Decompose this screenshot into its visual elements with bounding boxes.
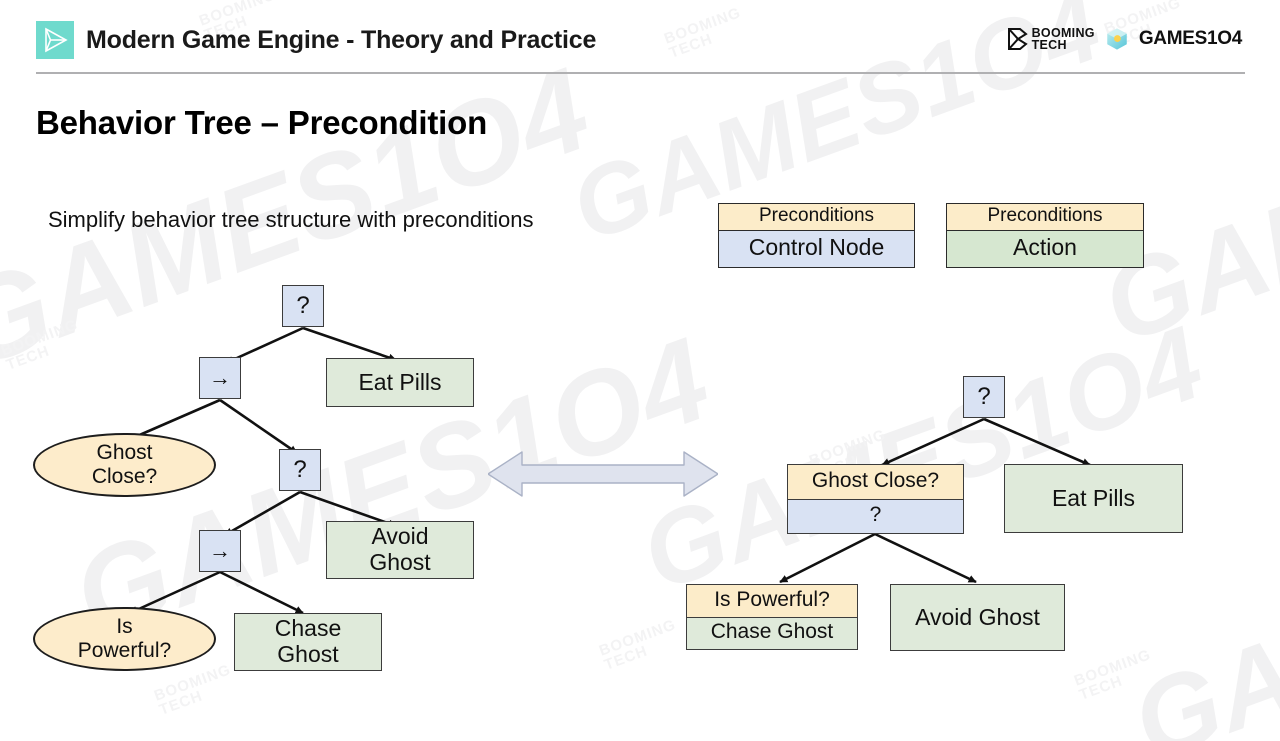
- node-label: Ghost Close?: [91, 441, 158, 488]
- node-sequence-1-left[interactable]: →: [199, 357, 241, 399]
- booming-tech-b-icon: [1007, 28, 1028, 50]
- page-title: Behavior Tree – Precondition: [36, 104, 488, 141]
- legend-precondition-label: Preconditions: [719, 204, 914, 231]
- booming-tech-logo: BOOMING TECH: [1007, 27, 1095, 51]
- node-label: Eat Pills: [358, 368, 442, 395]
- legend-card-control-node: Preconditions Control Node: [718, 203, 915, 268]
- node-body-label: Chase Ghost: [687, 617, 857, 649]
- legend-card-action: Preconditions Action: [946, 203, 1144, 268]
- node-precondition-label: Ghost Close?: [788, 465, 963, 500]
- node-label: →: [209, 538, 231, 563]
- node-label: ?: [296, 291, 310, 319]
- header-title: Modern Game Engine - Theory and Practice: [86, 26, 597, 54]
- node-is-powerful-left[interactable]: Is Powerful?: [33, 607, 216, 671]
- node-label: Avoid Ghost: [369, 523, 431, 575]
- node-chase-ghost-left[interactable]: Chase Ghost: [234, 613, 382, 671]
- bidirectional-equivalence-arrow: [488, 451, 718, 497]
- node-sequence-2-left[interactable]: →: [199, 530, 241, 572]
- booming-line2: TECH: [1031, 38, 1067, 52]
- legend-precondition-label: Preconditions: [947, 204, 1143, 231]
- legend-action-label: Action: [947, 231, 1143, 267]
- node-label: Avoid Ghost: [915, 603, 1040, 630]
- node-label: ?: [293, 455, 307, 483]
- header-brand-logos: BOOMING TECH GAMES1O4: [1007, 26, 1242, 52]
- booming-tech-wordmark: BOOMING TECH: [1031, 26, 1095, 52]
- page-subtitle: Simplify behavior tree structure with pr…: [48, 207, 534, 232]
- node-ghost-close-left[interactable]: Ghost Close?: [33, 433, 216, 497]
- play-triangle-icon: [36, 21, 74, 59]
- booming-line1: BOOMING: [1031, 26, 1095, 40]
- node-selector-2-left[interactable]: ?: [279, 449, 321, 491]
- node-label: Eat Pills: [1051, 484, 1136, 511]
- node-eat-pills-right[interactable]: Eat Pills: [1004, 464, 1183, 533]
- node-label: →: [209, 365, 231, 390]
- node-label: ?: [977, 382, 991, 410]
- node-avoid-ghost-right[interactable]: Avoid Ghost: [890, 584, 1065, 651]
- node-selector-root-right[interactable]: ?: [963, 376, 1005, 418]
- games104-cube-icon: [1107, 28, 1127, 50]
- node-precondition-label: Is Powerful?: [687, 585, 857, 618]
- slide-header: Modern Game Engine - Theory and Practice…: [0, 0, 1280, 80]
- node-ghost-close-selector-right[interactable]: Ghost Close? ?: [787, 464, 964, 534]
- header-divider: [36, 72, 1245, 74]
- legend-control-node-label: Control Node: [719, 231, 914, 267]
- node-selector-root-left[interactable]: ?: [282, 285, 324, 327]
- node-is-powerful-chase-ghost-right[interactable]: Is Powerful? Chase Ghost: [686, 584, 858, 650]
- node-eat-pills-left[interactable]: Eat Pills: [326, 358, 474, 407]
- legend: Preconditions Control Node Preconditions…: [718, 203, 1144, 268]
- node-label: Chase Ghost: [274, 615, 342, 667]
- node-label: Is Powerful?: [77, 615, 172, 662]
- games104-wordmark: GAMES1O4: [1138, 28, 1242, 49]
- node-body-label: ?: [788, 499, 963, 533]
- node-avoid-ghost-left[interactable]: Avoid Ghost: [326, 521, 474, 579]
